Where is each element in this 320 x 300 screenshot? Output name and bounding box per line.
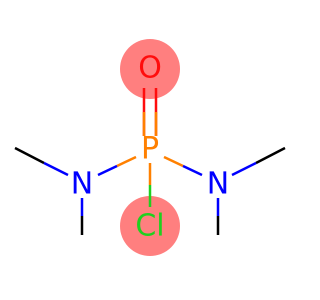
bond-right-methyl-upper-c — [255, 146, 286, 165]
chlorine-highlight — [120, 196, 180, 256]
bond-left-methyl-upper-n — [43, 161, 69, 177]
nitrogen-right-label: N — [207, 167, 229, 202]
oxygen-label: O — [138, 51, 162, 86]
phosphorus-label: P — [141, 132, 159, 167]
chlorine-label: Cl — [135, 209, 164, 244]
nitrogen-left-label: N — [71, 167, 93, 202]
bond-p-n-right-p-side — [163, 155, 184, 168]
oxygen-highlight — [120, 39, 180, 99]
molecule-diagram: O P N N Cl — [14, 39, 286, 256]
bond-right-methyl-upper-n — [231, 161, 257, 177]
bond-left-methyl-upper-c — [14, 146, 45, 165]
bond-p-n-left-p-side — [116, 155, 137, 168]
bond-p-n-left-n-side — [97, 164, 118, 177]
bond-p-n-right-n-side — [182, 164, 203, 177]
